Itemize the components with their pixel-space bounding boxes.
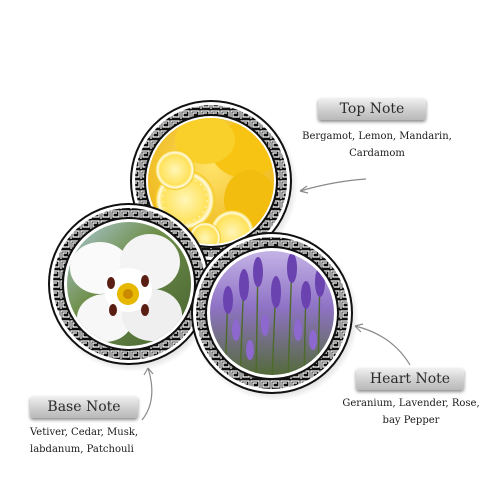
- top-note-arrow: [299, 178, 367, 192]
- heart-note-label: Heart Note: [356, 368, 464, 390]
- top-note-ingredients: Bergamot, Lemon, Mandarin, Cardamom: [302, 128, 452, 162]
- top-note-ingredients-line2: Cardamom: [349, 148, 405, 159]
- top-note-arrowhead: [299, 185, 309, 194]
- white-rockrose-flower-image: [67, 222, 191, 346]
- base-note-label: Base Note: [30, 396, 138, 418]
- base-note-medallion: [48, 203, 216, 372]
- heart-note-medallion: [191, 232, 359, 401]
- base-note-ingredients-line2: labdanum, Patchouli: [30, 444, 134, 455]
- heart-note-ingredients: Geranium, Lavender, Rose, bay Pepper: [336, 395, 486, 429]
- base-note-ingredients-line1: Vetiver, Cedar, Musk,: [30, 427, 139, 438]
- heart-note-ingredients-line2: bay Pepper: [382, 415, 440, 426]
- top-note-ingredients-line1: Bergamot, Lemon, Mandarin,: [302, 131, 452, 142]
- lemon-slices-image: [148, 118, 274, 244]
- base-note-arrow: [141, 367, 153, 421]
- heart-note-arrow: [354, 325, 411, 366]
- top-note-label: Top Note: [318, 98, 426, 120]
- base-note-ingredients: Vetiver, Cedar, Musk, labdanum, Patchoul…: [30, 424, 160, 458]
- heart-note-ingredients-line1: Geranium, Lavender, Rose,: [342, 398, 480, 409]
- lavender-field-image: [210, 251, 334, 375]
